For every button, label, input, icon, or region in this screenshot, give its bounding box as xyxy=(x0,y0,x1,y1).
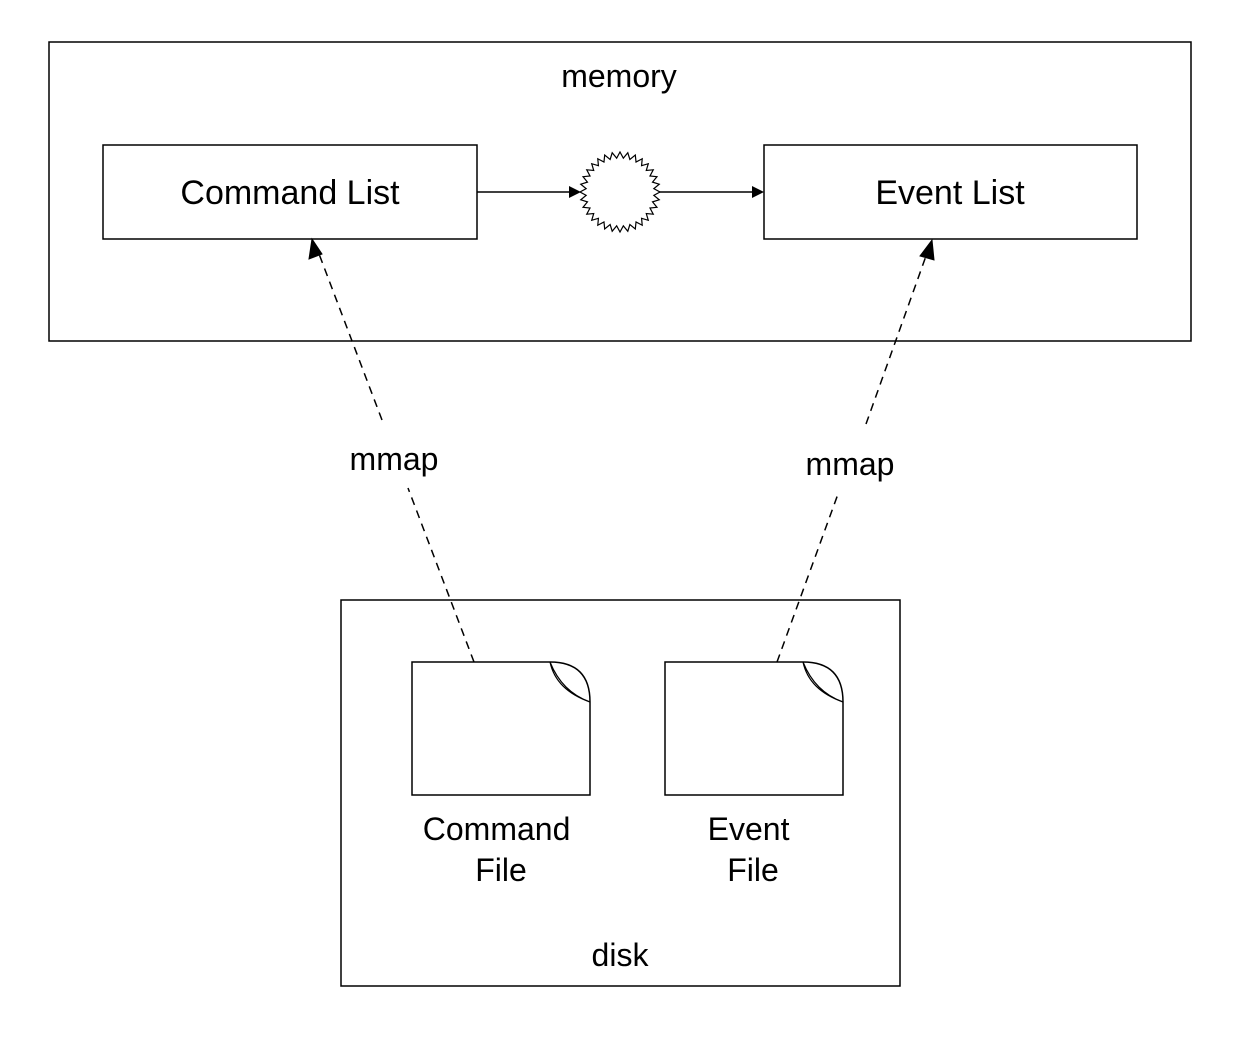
event-list-box[interactable] xyxy=(763,144,1138,240)
command-file-node[interactable]: Command File xyxy=(411,661,591,888)
command-file-label: Command File xyxy=(423,811,580,888)
event-file-node[interactable]: Event File xyxy=(664,661,844,888)
event-list-node[interactable]: Event List xyxy=(763,144,1138,240)
command-mmap-edge[interactable]: mmap xyxy=(308,237,475,663)
event-mmap-edge[interactable]: mmap xyxy=(776,238,935,663)
event-file-fold xyxy=(802,661,844,703)
event-mmap-label: mmap xyxy=(806,446,895,482)
event-mmap-line-lower xyxy=(776,493,839,663)
disk-box xyxy=(340,599,901,987)
command-mmap-label: mmap xyxy=(350,441,439,477)
command-list-label: Command List xyxy=(180,174,400,212)
event-mmap-line-upper xyxy=(865,255,927,425)
command-mmap-arrowhead xyxy=(308,237,323,260)
memory-container: memory xyxy=(48,41,1192,342)
event-mmap-arrowhead xyxy=(919,238,935,261)
command-mmap-line-upper xyxy=(315,245,383,421)
command-list-box[interactable] xyxy=(102,144,478,240)
event-file-label-line-1: Event xyxy=(708,811,790,847)
command-file-label-line-2: File xyxy=(475,852,527,888)
memory-label: memory xyxy=(561,58,677,94)
command-list-node[interactable]: Command List xyxy=(102,144,478,240)
command-file-label-line-1: Command xyxy=(423,811,571,847)
memory-box xyxy=(48,41,1192,342)
event-file-label: Event File xyxy=(708,811,799,888)
disk-label: disk xyxy=(592,937,650,973)
disk-container: disk xyxy=(340,599,901,987)
command-file-icon[interactable] xyxy=(411,661,591,796)
event-file-label-line-2: File xyxy=(727,852,779,888)
processing-node[interactable] xyxy=(578,150,662,234)
event-list-label: Event List xyxy=(875,174,1025,212)
event-file-icon[interactable] xyxy=(664,661,844,796)
command-mmap-line-lower xyxy=(407,487,475,663)
command-file-fold xyxy=(549,661,591,703)
